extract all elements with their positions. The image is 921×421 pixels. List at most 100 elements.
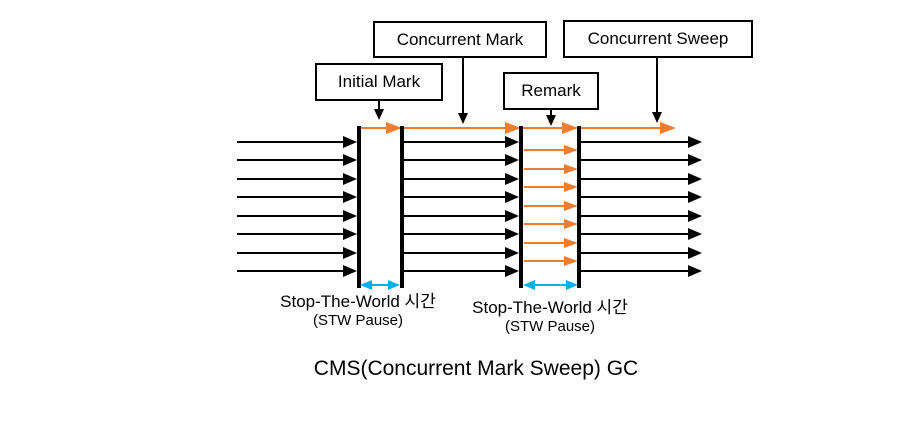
stw-duration-arrow-left-head xyxy=(360,279,372,290)
gc-thread-arrow-line xyxy=(404,127,507,129)
app-thread-arrow-line xyxy=(581,232,690,236)
app-thread-arrow-head xyxy=(688,228,702,240)
app-thread-arrow-head xyxy=(343,136,357,148)
app-thread-arrow-line xyxy=(237,269,345,273)
app-thread-arrow-line xyxy=(237,232,345,236)
app-thread-arrow-line xyxy=(581,140,690,144)
gc-thread-arrow-line xyxy=(523,127,564,129)
app-thread-arrow-line xyxy=(237,214,345,218)
app-thread-arrow-head xyxy=(688,136,702,148)
remark-gc-thread-arrow-head xyxy=(564,163,578,174)
remark-gc-thread-arrow-head xyxy=(564,181,578,192)
label-pointer-arrow-head xyxy=(545,115,556,126)
label-pointer-arrow-line xyxy=(656,55,658,114)
app-thread-arrow-line xyxy=(581,195,690,199)
app-thread-arrow-head xyxy=(343,210,357,222)
remark-gc-thread-arrow-line xyxy=(524,223,566,225)
gc-thread-arrow-head xyxy=(505,122,521,134)
app-thread-arrow-line xyxy=(237,195,345,199)
app-thread-arrow-line xyxy=(404,251,507,255)
stw-duration-arrow-left-head xyxy=(523,279,535,290)
app-thread-arrow-head xyxy=(505,228,519,240)
stw-annotation-2-line2: (STW Pause) xyxy=(504,318,595,336)
stw-annotation-2: Stop-The-World 시간 (STW Pause) xyxy=(450,298,650,336)
app-thread-arrow-line xyxy=(581,251,690,255)
app-thread-arrow-head xyxy=(688,210,702,222)
stw-duration-arrow-line xyxy=(370,283,390,287)
app-thread-arrow-line xyxy=(404,269,507,273)
remark-gc-thread-arrow-line xyxy=(524,149,566,151)
remark-gc-thread-arrow-head xyxy=(564,218,578,229)
app-thread-arrow-line xyxy=(581,269,690,273)
app-thread-arrow-head xyxy=(505,154,519,166)
diagram-title: CMS(Concurrent Mark Sweep) GC xyxy=(313,357,639,380)
stw-annotation-1: Stop-The-World 시간 (STW Pause) xyxy=(258,292,458,330)
app-thread-arrow-head xyxy=(688,191,702,203)
concurrent-mark-label-box: Concurrent Mark xyxy=(373,21,547,58)
app-thread-arrow-head xyxy=(688,154,702,166)
remark-gc-thread-arrow-line xyxy=(524,242,566,244)
app-thread-arrow-line xyxy=(581,214,690,218)
remark-gc-thread-arrow-line xyxy=(524,260,566,262)
app-thread-arrow-line xyxy=(404,195,507,199)
app-thread-arrow-head xyxy=(343,154,357,166)
label-pointer-arrow-line xyxy=(462,55,464,115)
label-pointer-arrow-head xyxy=(651,112,662,123)
app-thread-arrow-head xyxy=(505,173,519,185)
app-thread-arrow-head xyxy=(688,173,702,185)
app-thread-arrow-head xyxy=(343,191,357,203)
gc-thread-arrow-head xyxy=(386,122,402,134)
stw-bar xyxy=(519,126,523,288)
gc-thread-arrow-head xyxy=(660,122,676,134)
app-thread-arrow-head xyxy=(505,191,519,203)
app-thread-arrow-line xyxy=(404,214,507,218)
remark-gc-thread-arrow-line xyxy=(524,186,566,188)
gc-thread-arrow-line xyxy=(359,127,388,129)
app-thread-arrow-head xyxy=(343,265,357,277)
stw-annotation-1-line1: Stop-The-World 시간 xyxy=(280,292,436,311)
label-pointer-arrow-line xyxy=(550,107,552,117)
initial-mark-label-box: Initial Mark xyxy=(315,63,443,101)
app-thread-arrow-line xyxy=(404,140,507,144)
app-thread-arrow-head xyxy=(688,265,702,277)
concurrent-mark-label: Concurrent Mark xyxy=(396,29,524,49)
app-thread-arrow-head xyxy=(505,265,519,277)
app-thread-arrow-head xyxy=(343,247,357,259)
label-pointer-arrow-head xyxy=(457,113,468,124)
stw-bar xyxy=(400,126,404,288)
label-pointer-arrow-head xyxy=(373,109,384,120)
remark-gc-thread-arrow-head xyxy=(564,144,578,155)
app-thread-arrow-head xyxy=(343,228,357,240)
app-thread-arrow-line xyxy=(237,140,345,144)
gc-thread-arrow-line xyxy=(581,127,662,129)
remark-gc-thread-arrow-head xyxy=(564,200,578,211)
app-thread-arrow-line xyxy=(581,177,690,181)
stw-bar xyxy=(577,126,581,288)
app-thread-arrow-line xyxy=(237,177,345,181)
app-thread-arrow-line xyxy=(581,158,690,162)
app-thread-arrow-line xyxy=(404,177,507,181)
stw-duration-arrow-line xyxy=(533,283,568,287)
remark-gc-thread-arrow-head xyxy=(564,255,578,266)
app-thread-arrow-head xyxy=(343,173,357,185)
app-thread-arrow-head xyxy=(688,247,702,259)
app-thread-arrow-line xyxy=(404,158,507,162)
app-thread-arrow-head xyxy=(505,247,519,259)
remark-label: Remark xyxy=(521,81,581,100)
label-pointer-arrow-line xyxy=(378,100,380,111)
app-thread-arrow-head xyxy=(505,210,519,222)
app-thread-arrow-head xyxy=(505,136,519,148)
stw-annotation-2-line1: Stop-The-World 시간 xyxy=(472,298,628,317)
stw-bar xyxy=(357,126,361,288)
remark-gc-thread-arrow-head xyxy=(564,237,578,248)
concurrent-sweep-label-box: Concurrent Sweep xyxy=(563,20,753,58)
stw-annotation-1-line2: (STW Pause) xyxy=(312,312,403,330)
concurrent-sweep-label: Concurrent Sweep xyxy=(587,29,729,48)
gc-thread-arrow-head xyxy=(562,122,578,134)
app-thread-arrow-line xyxy=(404,232,507,236)
app-thread-arrow-line xyxy=(237,158,345,162)
remark-label-box: Remark xyxy=(503,72,599,110)
stw-duration-arrow-right-head xyxy=(388,279,400,290)
